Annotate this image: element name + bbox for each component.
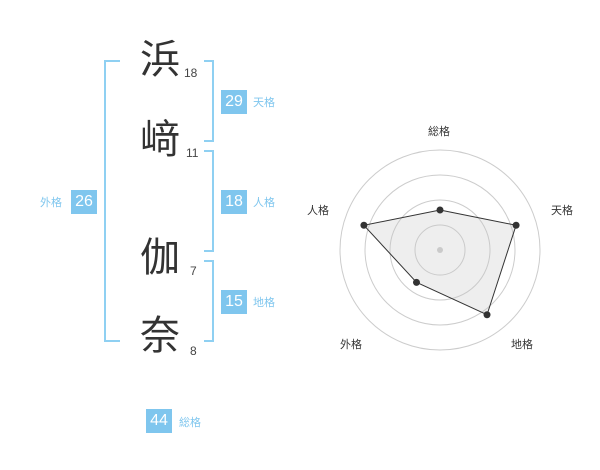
radar-point-2 bbox=[512, 221, 520, 229]
radar-center bbox=[437, 247, 443, 253]
radar-point-5 bbox=[360, 221, 368, 229]
radar-label-gaikaku: 外格 bbox=[340, 338, 362, 351]
stroke-count-4: 8 bbox=[190, 344, 197, 358]
name-char-3: 伽 bbox=[140, 235, 180, 281]
radar-label-jinkaku: 人格 bbox=[307, 204, 329, 217]
radar-ring bbox=[339, 149, 541, 351]
radar-point-1 bbox=[436, 206, 444, 214]
stroke-count-3: 7 bbox=[190, 264, 197, 278]
chikaku-bracket bbox=[204, 260, 214, 342]
name-char-2: 﨑 bbox=[140, 117, 180, 163]
soukaku-value: 44 bbox=[146, 409, 172, 433]
radar-ring bbox=[364, 174, 516, 326]
radar-chart bbox=[339, 149, 541, 351]
radar-point-4 bbox=[412, 278, 420, 286]
radar-ring bbox=[414, 224, 466, 276]
gaikaku-bracket bbox=[104, 60, 120, 342]
stroke-count-1: 18 bbox=[184, 66, 198, 80]
soukaku-label: 総格 bbox=[179, 416, 201, 429]
jinkaku-bracket bbox=[204, 150, 214, 252]
tenkaku-value: 29 bbox=[221, 90, 247, 114]
radar-polygon bbox=[362, 209, 517, 316]
jinkaku-label: 人格 bbox=[253, 196, 275, 209]
chikaku-label: 地格 bbox=[253, 296, 275, 309]
chikaku-value: 15 bbox=[221, 290, 247, 314]
radar-label-soukaku: 総格 bbox=[428, 125, 450, 138]
radar-label-tenkaku: 天格 bbox=[551, 204, 573, 217]
jinkaku-value: 18 bbox=[221, 190, 247, 214]
name-char-1: 浜 bbox=[140, 37, 180, 83]
stroke-count-2: 11 bbox=[186, 146, 199, 160]
tenkaku-bracket bbox=[204, 60, 214, 142]
radar-point-3 bbox=[483, 311, 491, 319]
radar-ring bbox=[389, 199, 491, 301]
gaikaku-label: 外格 bbox=[40, 196, 62, 209]
radar-label-chikaku: 地格 bbox=[511, 338, 533, 351]
name-char-4: 奈 bbox=[140, 313, 180, 359]
gaikaku-value: 26 bbox=[71, 190, 97, 214]
tenkaku-label: 天格 bbox=[253, 96, 275, 109]
